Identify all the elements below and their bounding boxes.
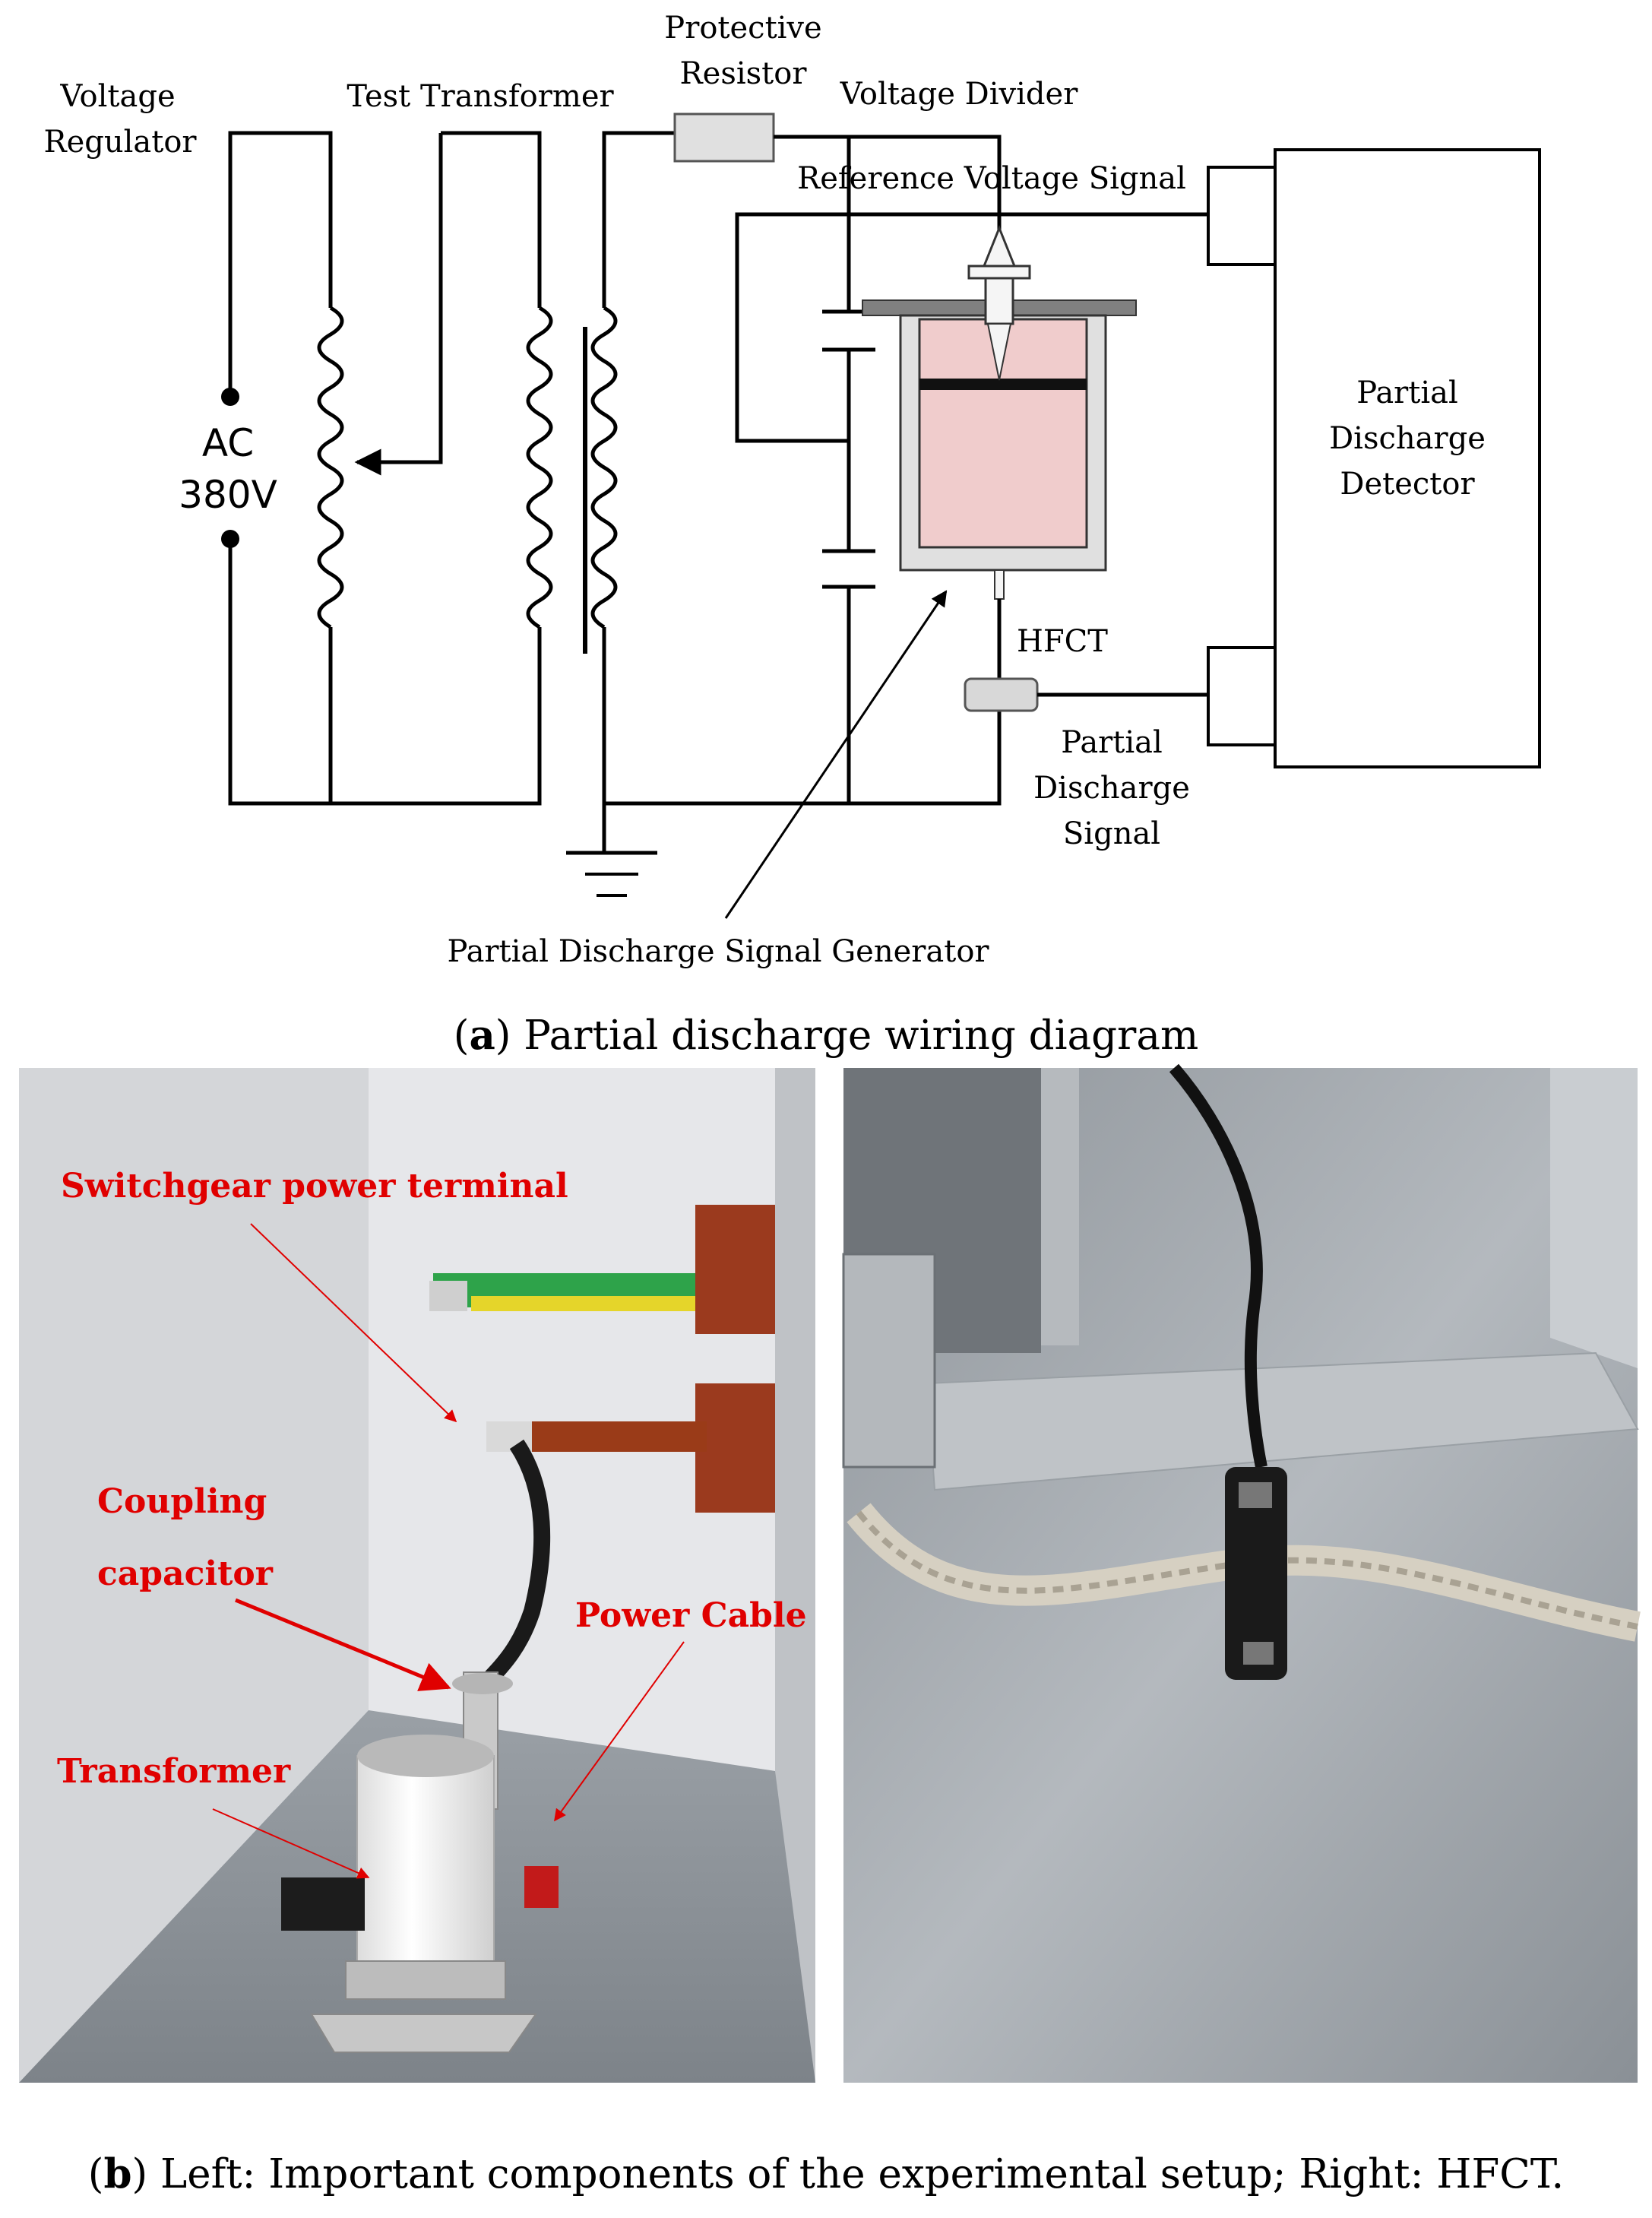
capacitor-icon-upper — [822, 309, 875, 352]
protective-resistor-label-1: Protective — [664, 11, 821, 46]
protective-resistor-label-2: Resistor — [680, 56, 808, 91]
protective-resistor — [673, 112, 775, 163]
power-cable-annotation: Power Cable — [575, 1596, 807, 1635]
photo-left-setup: Switchgear power terminal Coupling capac… — [19, 1068, 815, 2083]
coupling-capacitor-arrow — [235, 1598, 451, 1691]
hfct-sensor — [964, 677, 1039, 712]
power-cable-arrow — [554, 1641, 685, 1822]
pd-signal-label-3: Signal — [1063, 816, 1160, 851]
pd-signal-label-1: Partial — [1061, 725, 1163, 760]
detector-port-bottom — [1207, 646, 1277, 746]
reference-voltage-signal-label: Reference Voltage Signal — [797, 161, 1186, 196]
bottom-wire — [604, 708, 1002, 806]
detector-port-top — [1207, 166, 1277, 266]
transformer-primary-coil-icon — [526, 306, 553, 629]
voltage-regulator-label-1: Voltage — [59, 79, 175, 114]
transformer-secondary-coil-icon — [590, 306, 618, 629]
voltage-regulator-label-2: Regulator — [43, 125, 197, 160]
pd-detector-label-3: Detector — [1340, 467, 1475, 502]
hfct-clamp — [1225, 1467, 1287, 1680]
caption-b-text: ) Left: Important components of the expe… — [132, 2151, 1565, 2197]
pd-signal-generator — [862, 224, 1137, 600]
generator-pointer-arrow — [724, 590, 948, 919]
coupling-capacitor-annotation-2: capacitor — [97, 1554, 274, 1593]
regulator-coil-icon — [317, 306, 344, 629]
ground-icon — [566, 851, 657, 897]
volts-label: 380V — [179, 473, 277, 517]
pd-detector-label-1: Partial — [1356, 375, 1458, 410]
pd-signal-generator-label: Partial Discharge Signal Generator — [447, 934, 989, 969]
voltage-divider-label: Voltage Divider — [840, 77, 1079, 112]
transformer-secondary-wire — [602, 131, 675, 853]
regulator-wire — [228, 131, 333, 806]
caption-a: (a) Partial discharge wiring diagram — [454, 1012, 1199, 1059]
switchgear-power-terminal-annotation: Switchgear power terminal — [61, 1167, 568, 1206]
test-transformer-label: Test Transformer — [347, 79, 614, 114]
regulator-wiper — [354, 133, 443, 476]
reference-signal-wire — [735, 212, 1208, 443]
ac-label: AC — [202, 421, 254, 465]
coupling-capacitor-annotation-1: Coupling — [97, 1482, 267, 1521]
capacitor-icon-lower — [822, 549, 875, 589]
caption-b: (b) Left: Important components of the ex… — [88, 2150, 1564, 2197]
transformer-annotation: Transformer — [57, 1752, 291, 1791]
caption-a-text: ) Partial discharge wiring diagram — [495, 1012, 1198, 1059]
transformer-primary-wire — [331, 131, 542, 806]
photo-right-hfct — [842, 1063, 1641, 2083]
wiring-diagram: AC 380V — [43, 11, 1541, 1059]
pd-signal-label-2: Discharge — [1033, 771, 1190, 806]
transformer-arrow — [212, 1808, 370, 1879]
switchgear-arrow — [250, 1223, 457, 1423]
hfct-label: HFCT — [1017, 624, 1108, 659]
pd-detector-label-2: Discharge — [1329, 421, 1486, 456]
resistor-output-wire — [774, 135, 1002, 262]
pd-detector — [1274, 148, 1541, 768]
caption-a-letter: a — [469, 1012, 495, 1059]
caption-b-letter: b — [103, 2150, 131, 2197]
